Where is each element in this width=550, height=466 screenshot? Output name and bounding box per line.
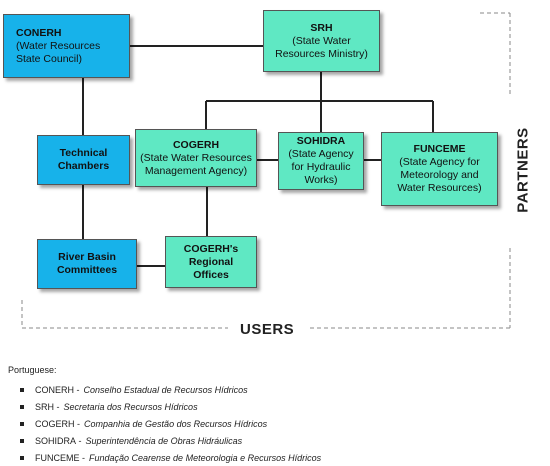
sohidra-abbr: SOHIDRA bbox=[296, 135, 346, 147]
conerh-desc: (Water Resources State Council) bbox=[16, 39, 101, 65]
legend-item: CONERH -Conselho Estadual de Recursos Hí… bbox=[8, 381, 321, 398]
legend-abbr: CONERH bbox=[35, 384, 75, 395]
legend-def: Secretaria dos Recursos Hídricos bbox=[63, 401, 198, 412]
funceme-desc: (State Agency for Meteorology and Water … bbox=[397, 156, 482, 194]
legend-item: COGERH -Companhia de Gestão dos Recursos… bbox=[8, 415, 321, 432]
technical-chambers-label: Technical Chambers bbox=[57, 147, 110, 172]
legend-item: FUNCEME -Fundação Cearense de Meteorolog… bbox=[8, 449, 321, 466]
legend-def: Fundação Cearense de Meteorologia e Recu… bbox=[89, 452, 322, 463]
partners-label: PARTNERS bbox=[514, 127, 532, 213]
conerh-abbr: CONERH bbox=[16, 26, 62, 39]
bullet-icon bbox=[20, 387, 24, 392]
bullet-icon bbox=[20, 404, 24, 409]
legend-abbr: SRH bbox=[35, 401, 55, 412]
river-basin-committees-label: River Basin Committees bbox=[56, 251, 118, 276]
bullet-icon bbox=[20, 421, 24, 426]
legend: Portuguese: CONERH -Conselho Estadual de… bbox=[8, 365, 321, 466]
regional-offices-box: COGERH's Regional Offices bbox=[165, 236, 257, 288]
srh-box: SRH (State Water Resources Ministry) bbox=[263, 10, 380, 72]
legend-def: Conselho Estadual de Recursos Hídricos bbox=[83, 384, 248, 395]
users-label: USERS bbox=[240, 321, 295, 338]
sohidra-box: SOHIDRA (State Agency for Hydraulic Work… bbox=[278, 132, 364, 190]
bullet-icon bbox=[20, 455, 24, 460]
technical-chambers-box: Technical Chambers bbox=[37, 135, 130, 185]
legend-item: SRH -Secretaria dos Recursos Hídricos bbox=[8, 398, 321, 415]
conerh-box: CONERH (Water Resources State Council) bbox=[3, 14, 130, 78]
cogerh-abbr: COGERH bbox=[172, 138, 220, 151]
funceme-abbr: FUNCEME bbox=[413, 143, 466, 155]
regional-offices-label: COGERH's Regional Offices bbox=[183, 242, 239, 281]
sohidra-desc: (State Agency for Hydraulic Works) bbox=[288, 148, 354, 186]
legend-def: Companhia de Gestão dos Recursos Hídrico… bbox=[84, 418, 268, 429]
legend-heading: Portuguese: bbox=[8, 365, 57, 375]
bullet-icon bbox=[20, 438, 24, 443]
legend-abbr: COGERH bbox=[35, 418, 75, 429]
cogerh-desc: (State Water Resources Management Agency… bbox=[140, 151, 252, 177]
funceme-box: FUNCEME (State Agency for Meteorology an… bbox=[381, 132, 498, 206]
srh-desc: (State Water Resources Ministry) bbox=[275, 34, 368, 60]
legend-list: CONERH -Conselho Estadual de Recursos Hí… bbox=[8, 381, 321, 466]
cogerh-box: COGERH (State Water Resources Management… bbox=[135, 129, 257, 187]
srh-abbr: SRH bbox=[310, 21, 333, 34]
river-basin-committees-box: River Basin Committees bbox=[37, 239, 137, 289]
legend-abbr: FUNCEME bbox=[35, 452, 80, 463]
legend-abbr: SOHIDRA bbox=[35, 435, 77, 446]
legend-item: SOHIDRA -Superintendência de Obras Hidrá… bbox=[8, 432, 321, 449]
legend-def: Superintendência de Obras Hidráulicas bbox=[85, 435, 243, 446]
